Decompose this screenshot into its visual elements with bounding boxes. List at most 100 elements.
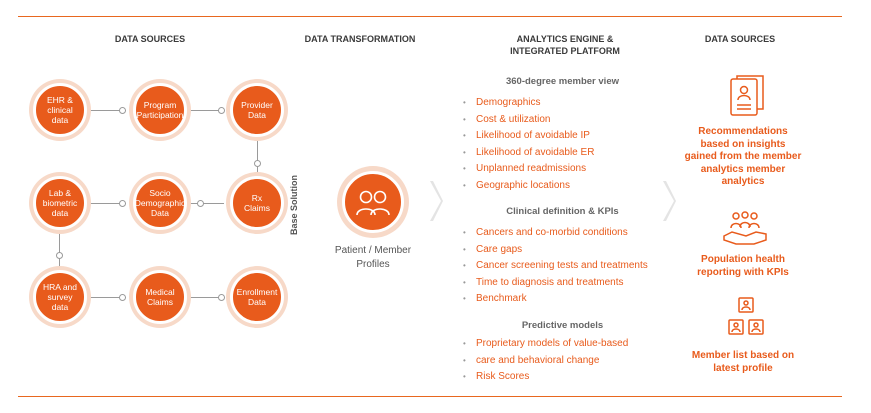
list-item: Care gaps — [463, 242, 648, 259]
connector — [59, 233, 60, 267]
connector — [90, 297, 126, 298]
profile-label-line1: Patient / Member — [334, 245, 412, 256]
section-clinical-title: Clinical definition & KPIs — [506, 206, 619, 217]
section-predictive-title: Predictive models — [521, 320, 604, 331]
list-item: Cost & utilization — [463, 112, 594, 129]
chevron-right-icon — [663, 181, 676, 221]
connector-dot — [119, 107, 126, 114]
predictive-list: Proprietary models of value-based care a… — [463, 336, 628, 386]
output-population-health: Population health reporting with KPIs — [678, 254, 808, 279]
profile-label-line2: Profiles — [356, 259, 390, 270]
list-item: Likelihood of avoidable ER — [463, 145, 594, 162]
connector-dot — [119, 200, 126, 207]
list-item: Unplanned readmissions — [463, 161, 594, 178]
output-line: gained from the member — [684, 151, 802, 162]
list-item: Risk Scores — [463, 369, 628, 386]
connector — [187, 110, 224, 111]
list-item: Demographics — [463, 95, 594, 112]
circle-label-line: Lab & — [48, 188, 72, 198]
circle-label-line: EHR & — [47, 95, 73, 105]
circle-label-line: data — [51, 302, 69, 312]
header-analytics-line1: ANALYTICS ENGINE & — [516, 34, 614, 44]
header-analytics-engine: ANALYTICS ENGINE & INTEGRATED PLATFORM — [490, 33, 640, 57]
circle-label-line: Participation — [136, 110, 184, 120]
connector — [187, 203, 224, 204]
chevron-right-icon — [430, 181, 443, 221]
connector — [90, 110, 126, 111]
connector-dot — [119, 294, 126, 301]
circle-label-line: Data — [248, 297, 266, 307]
circle-label-line: Data — [248, 110, 266, 120]
circle-label-line: Enrollment — [236, 287, 278, 297]
header-data-sources: DATA SOURCES — [114, 34, 186, 44]
list-item: Benchmark — [463, 291, 648, 308]
circle-label-line: Demographic — [134, 198, 186, 208]
header-analytics-line2: INTEGRATED PLATFORM — [510, 46, 620, 56]
list-item: Geographic locations — [463, 178, 594, 195]
circle-label-line: biometric — [42, 198, 78, 208]
circle-label-line: Data — [151, 208, 169, 218]
header-data-transformation: DATA TRANSFORMATION — [304, 34, 416, 44]
member-view-list: Demographics Cost & utilization Likeliho… — [463, 95, 594, 194]
connector — [90, 203, 126, 204]
list-item: Cancers and co-morbid conditions — [463, 225, 648, 242]
output-line: Recommendations — [698, 126, 788, 137]
circle-label-line: Rx — [251, 193, 263, 203]
circle-label-line: HRA and — [42, 282, 78, 292]
circle-label-line: data — [51, 208, 69, 218]
output-line: analytics member — [700, 163, 786, 175]
connector-dot — [218, 294, 225, 301]
circle-label-line: Medical — [145, 287, 175, 297]
circle-label-line: Socio — [149, 188, 171, 198]
connector-dot — [56, 252, 63, 259]
header-outputs: DATA SOURCES — [704, 34, 776, 44]
circle-label-line: Program — [143, 100, 177, 110]
member-list-icon — [728, 297, 764, 335]
output-line: reporting with KPIs — [697, 266, 789, 278]
output-recommendations: Recommendations based on insights gained… — [678, 126, 808, 189]
circle-label-line: Claims — [244, 203, 270, 213]
output-line: latest profile — [713, 362, 773, 374]
clinical-list: Cancers and co-morbid conditions Care ga… — [463, 225, 648, 308]
list-item: Likelihood of avoidable IP — [463, 128, 594, 145]
circle-label-line: Claims — [147, 297, 173, 307]
list-item: care and behavioral change — [463, 353, 628, 370]
connector — [257, 140, 258, 174]
output-line: Member list based on — [691, 350, 795, 361]
top-rule — [18, 16, 842, 17]
output-member-list: Member list based on latest profile — [678, 350, 808, 375]
profile-circle — [337, 166, 409, 238]
section-member-view-title: 360-degree member view — [505, 76, 619, 87]
connector — [187, 297, 224, 298]
profile-label: Patient / Member Profiles — [320, 244, 426, 272]
report-document-icon — [730, 75, 764, 116]
profile-circle-inner — [342, 171, 404, 233]
base-solution-label: Base Solution — [289, 174, 299, 235]
output-line: analytics — [721, 176, 765, 187]
circle-label-line: clinical — [47, 105, 73, 115]
people-icon — [356, 190, 390, 216]
bottom-rule — [18, 396, 842, 397]
circle-label-line: Provider — [241, 100, 273, 110]
list-item: Proprietary models of value-based — [463, 336, 628, 353]
output-line: Population health — [701, 254, 785, 265]
output-line: based on insights — [700, 138, 786, 150]
